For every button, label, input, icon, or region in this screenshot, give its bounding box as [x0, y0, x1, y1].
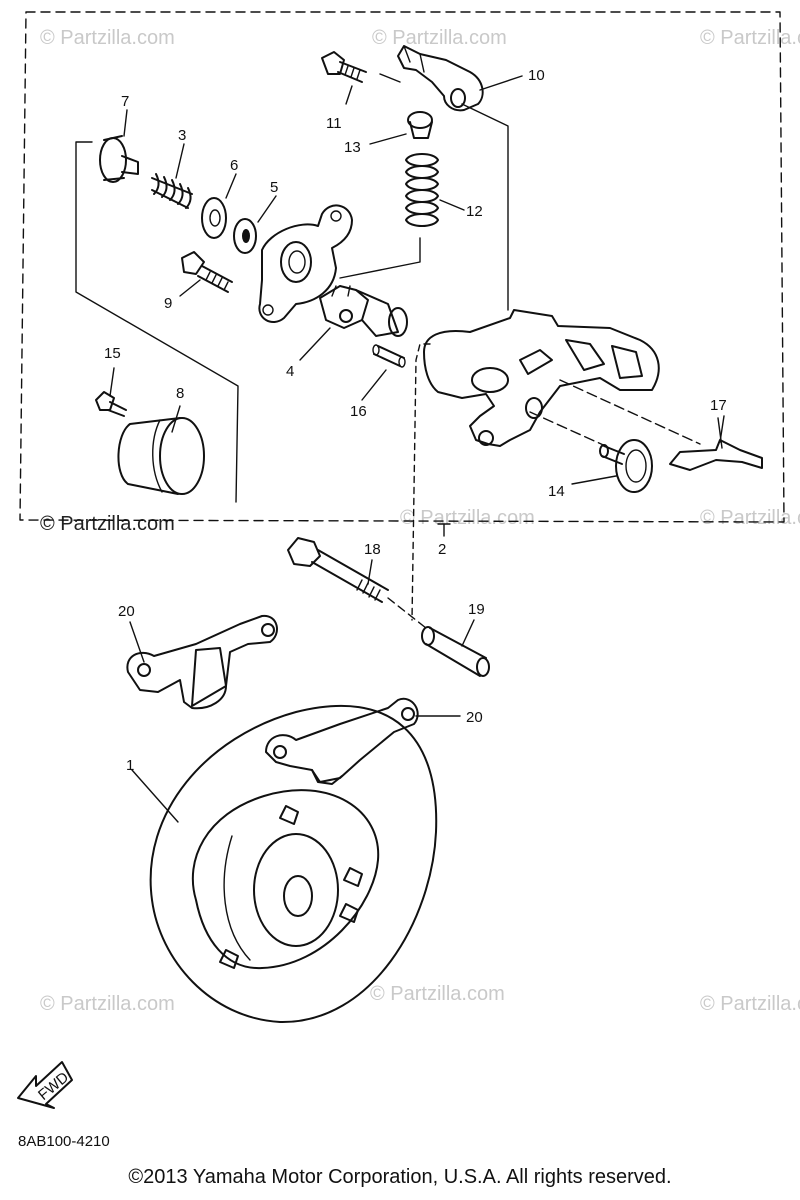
part-pin: [372, 344, 406, 368]
watermark-text: © Partzilla.com: [370, 983, 505, 1005]
callout-leaders: [109, 75, 725, 823]
part-brake-disc: [149, 704, 438, 1024]
fwd-label: FWD: [35, 1069, 72, 1104]
part-arm-bracket: [397, 45, 484, 112]
watermark-text: © Partzilla.com: [40, 513, 175, 535]
callout-9: 9: [164, 295, 172, 312]
watermark-text: © Partzilla.com: [700, 507, 800, 529]
callout-5: 5: [270, 179, 278, 196]
part-coil-spring: [405, 153, 439, 227]
part-brake-pad-right: [265, 697, 419, 785]
part-sleeve: [421, 626, 490, 677]
copyright-notice: ©2013 Yamaha Motor Corporation, U.S.A. A…: [128, 1166, 672, 1188]
part-cover: [117, 417, 205, 495]
watermark-text: © Partzilla.com: [700, 993, 800, 1015]
callout-6: 6: [230, 157, 238, 174]
callout-8: 8: [176, 385, 184, 402]
part-washer: [201, 197, 227, 239]
part-knob: [599, 439, 653, 493]
part-cam-shaft: [319, 285, 408, 337]
part-long-bolt: [287, 537, 389, 603]
callout-17: 17: [710, 397, 727, 414]
part-brake-pad-left: [126, 614, 278, 710]
callout-labels: 7 3 6 5 9 11 10 13 12 4 16 15 8 17 14 2 …: [104, 67, 727, 774]
callout-18: 18: [364, 541, 381, 558]
part-clip: [669, 417, 763, 471]
part-small-cap: [407, 111, 433, 139]
callout-11: 11: [326, 115, 342, 132]
part-bolt: [181, 251, 233, 293]
callout-4: 4: [286, 363, 294, 380]
callout-14: 14: [548, 483, 565, 500]
callout-7: 7: [121, 93, 129, 110]
assembly-boundary: [19, 11, 785, 523]
callout-20-right: 20: [466, 709, 483, 726]
part-screw: [95, 391, 127, 417]
part-bracket-plate: [258, 204, 353, 323]
callout-2: 2: [438, 541, 446, 558]
callout-3: 3: [178, 127, 186, 144]
callout-16: 16: [350, 403, 367, 420]
part-spring: [151, 173, 193, 209]
assembly-guide-lines: [75, 73, 701, 629]
callout-19: 19: [468, 601, 485, 618]
watermark-text: © Partzilla.com: [400, 507, 535, 529]
part-caliper-body: [423, 309, 660, 447]
watermark-text: © Partzilla.com: [40, 27, 175, 49]
watermark-text: © Partzilla.com: [700, 27, 800, 49]
callout-12: 12: [466, 203, 483, 220]
callout-1: 1: [126, 757, 134, 774]
callout-13: 13: [344, 139, 361, 156]
part-flat-washer: [233, 218, 257, 254]
callout-15: 15: [104, 345, 121, 362]
watermark-text: © Partzilla.com: [40, 993, 175, 1015]
watermarks: © Partzilla.com © Partzilla.com © Partzi…: [40, 27, 800, 1015]
callout-20-left: 20: [118, 603, 135, 620]
watermark-text: © Partzilla.com: [372, 27, 507, 49]
part-bolt-small: [321, 51, 367, 83]
fwd-arrow-icon: FWD: [17, 1061, 73, 1109]
part-cap: [99, 135, 139, 183]
diagram-code: 8AB100-4210: [18, 1133, 110, 1150]
callout-10: 10: [528, 67, 545, 84]
